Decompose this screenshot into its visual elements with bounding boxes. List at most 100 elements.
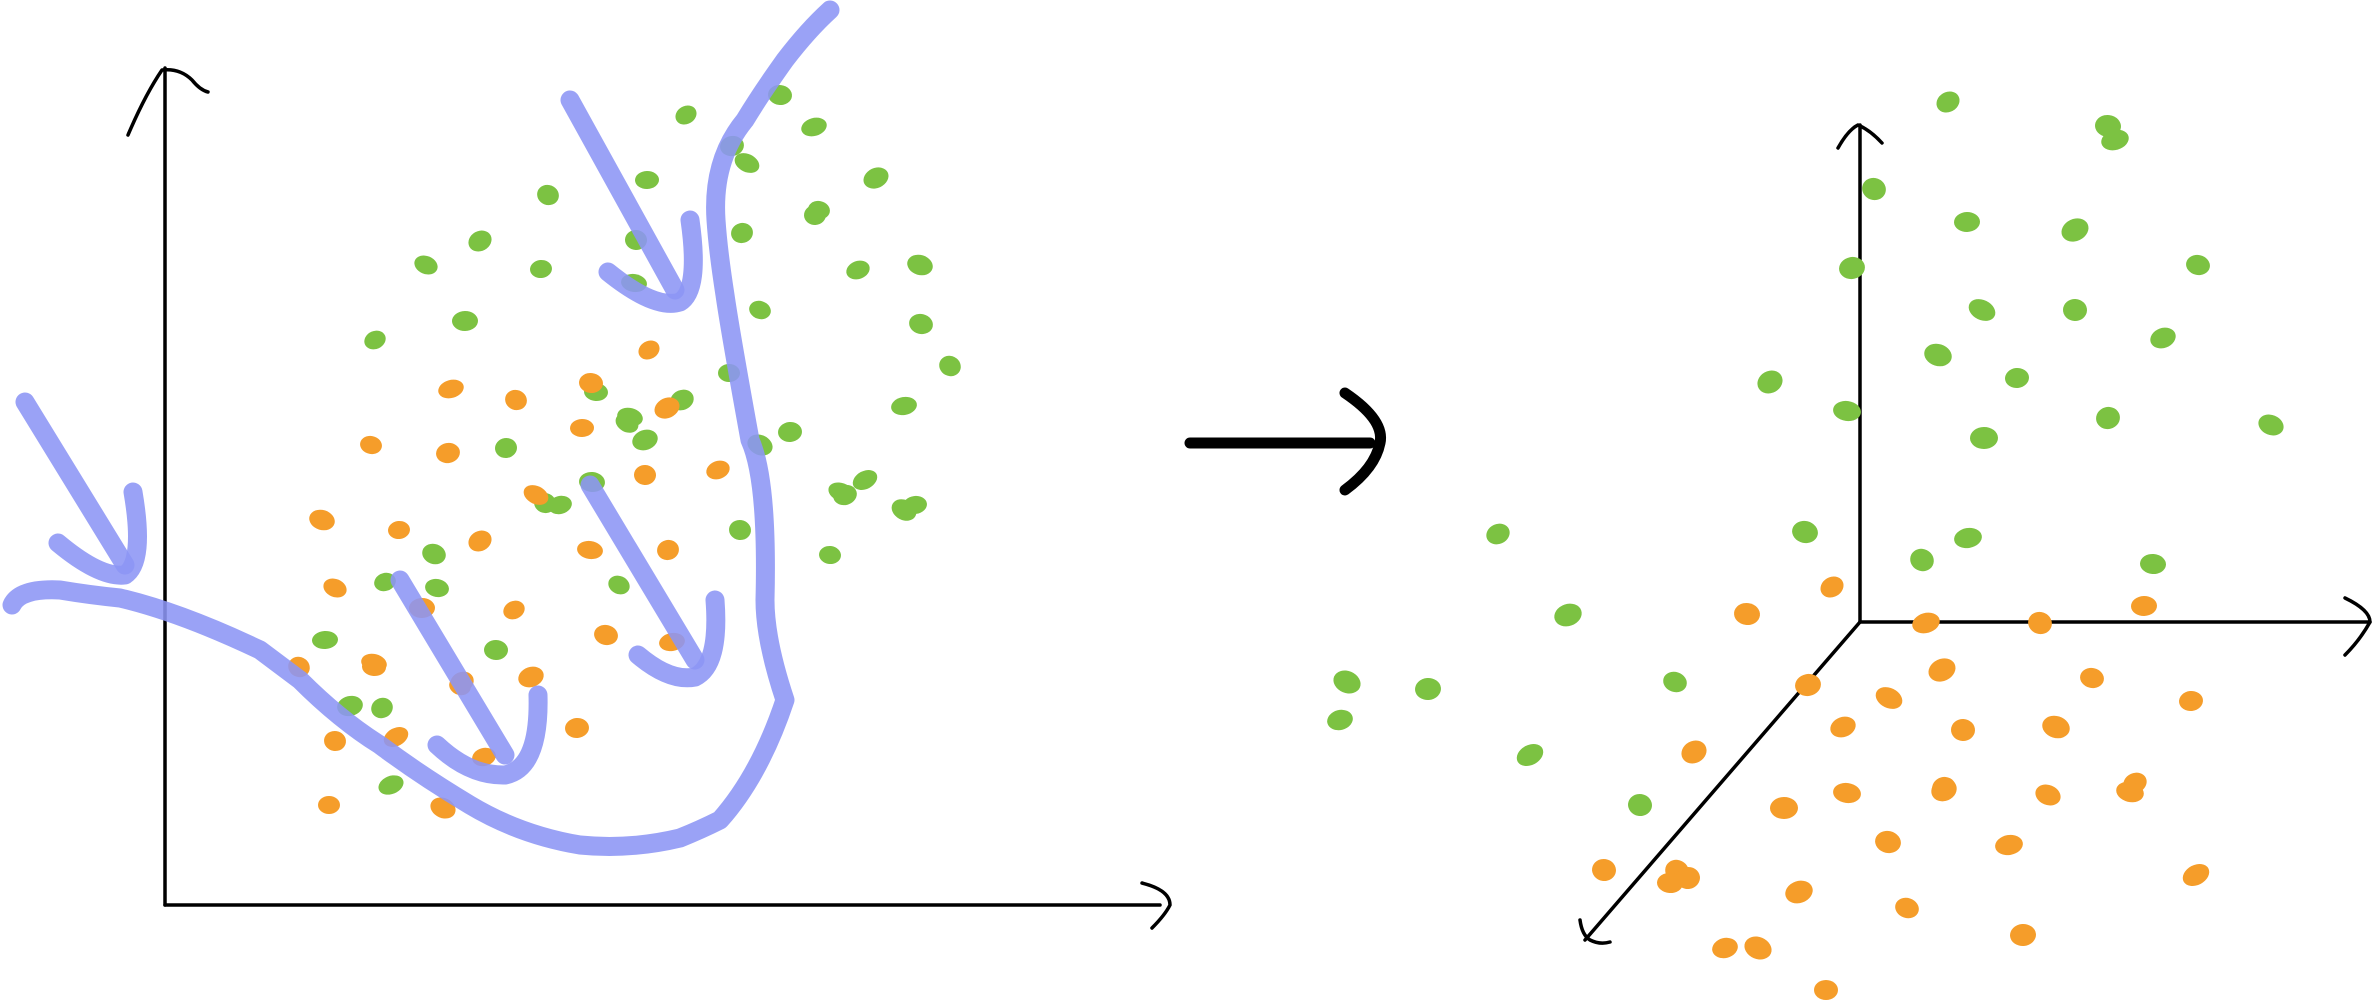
orange-point — [1951, 718, 1975, 742]
green-point — [2063, 298, 2087, 322]
green-point — [414, 255, 438, 275]
green-point — [1968, 299, 1996, 321]
orange-point — [388, 520, 410, 540]
green-point — [1970, 426, 1998, 450]
green-point — [734, 153, 760, 173]
orange-point — [309, 509, 335, 531]
green-point — [819, 545, 841, 565]
green-point — [1924, 343, 1952, 367]
orange-point — [2035, 784, 2061, 806]
green-point — [1516, 743, 1544, 767]
flow-arrow-3 — [580, 475, 705, 670]
green-point — [495, 437, 517, 459]
orange-point — [2042, 715, 2070, 739]
green-point — [468, 230, 492, 252]
orange-point — [361, 653, 387, 673]
green-point — [2140, 553, 2166, 575]
green-point — [452, 310, 478, 332]
orange-point — [1833, 782, 1861, 804]
green-point — [2005, 367, 2029, 389]
left-x-axis-arrowhead — [1140, 881, 1172, 930]
orange-point — [579, 372, 603, 394]
green-point — [635, 170, 659, 190]
green-point — [852, 469, 878, 491]
green-point — [804, 204, 826, 226]
orange-point — [1895, 897, 1919, 919]
boundary-curve — [2, 0, 840, 856]
green-point — [1839, 256, 1865, 280]
orange-point — [594, 624, 618, 646]
orange-point — [2131, 595, 2157, 617]
green-point — [312, 630, 338, 650]
left-y-axis-arrowhead — [126, 67, 210, 137]
flow-arrow-1-head — [48, 482, 147, 585]
green-point — [939, 355, 961, 377]
flow-arrow-4-head — [427, 685, 548, 785]
orange-point — [657, 539, 679, 561]
right-z-axis-arrowhead — [1836, 123, 1884, 150]
green-point — [828, 482, 854, 502]
orange-point — [2179, 690, 2203, 712]
orange-point — [360, 435, 382, 455]
right-arrow-icon — [1184, 387, 1387, 496]
right-panel — [1327, 91, 2372, 1000]
orange-point — [1785, 880, 1813, 904]
orange-point — [1931, 778, 1957, 802]
orange-point — [2028, 611, 2052, 635]
orange-point — [2182, 863, 2210, 887]
orange-point — [1770, 796, 1798, 820]
orange-point — [1875, 830, 1901, 854]
orange-point — [1795, 673, 1821, 697]
flow-arrow-4 — [390, 570, 515, 765]
green-point — [632, 429, 658, 451]
green-point — [1333, 670, 1361, 694]
green-point — [530, 259, 552, 279]
green-point — [1415, 677, 1441, 701]
left-panel — [2, 0, 1172, 930]
green-point — [2096, 406, 2120, 430]
green-point — [1554, 603, 1582, 627]
orange-point — [1734, 602, 1760, 626]
green-point — [891, 396, 917, 416]
green-point — [484, 639, 508, 661]
orange-point — [468, 530, 492, 552]
orange-point — [1912, 612, 1940, 634]
green-point — [2150, 327, 2176, 349]
right-y-axis-arrowhead — [1578, 918, 1612, 945]
green-point — [364, 330, 386, 350]
green-point — [891, 499, 917, 521]
orange-point — [1820, 576, 1844, 598]
green-point — [1757, 370, 1783, 394]
green-point — [422, 543, 446, 565]
green-point — [1910, 548, 1934, 572]
green-point — [1936, 91, 1960, 113]
orange-point — [518, 666, 544, 688]
orange-point — [2116, 781, 2144, 803]
orange-point — [2080, 667, 2104, 689]
green-point — [2258, 414, 2284, 436]
orange-point — [1814, 980, 1838, 1000]
green-point — [1327, 709, 1353, 731]
green-point — [749, 300, 771, 320]
green-point — [1663, 671, 1687, 693]
green-point — [537, 184, 559, 206]
right-x-axis-arrowhead — [2343, 596, 2372, 657]
orange-point — [1592, 858, 1616, 882]
green-point — [371, 697, 393, 719]
green-point — [729, 519, 751, 541]
green-point — [1954, 211, 1980, 233]
green-point — [907, 254, 933, 276]
green-point — [2186, 254, 2210, 276]
orange-point — [654, 397, 680, 419]
green-point — [1833, 400, 1861, 422]
orange-point — [505, 389, 527, 411]
orange-point — [318, 796, 340, 814]
orange-point — [634, 464, 656, 486]
flow-strokes — [2, 0, 840, 856]
right-orange-points — [1592, 576, 2210, 1000]
green-point — [608, 575, 630, 595]
green-point — [731, 222, 753, 244]
green-point — [378, 775, 404, 795]
orange-point — [1676, 866, 1700, 890]
green-point — [863, 167, 889, 189]
